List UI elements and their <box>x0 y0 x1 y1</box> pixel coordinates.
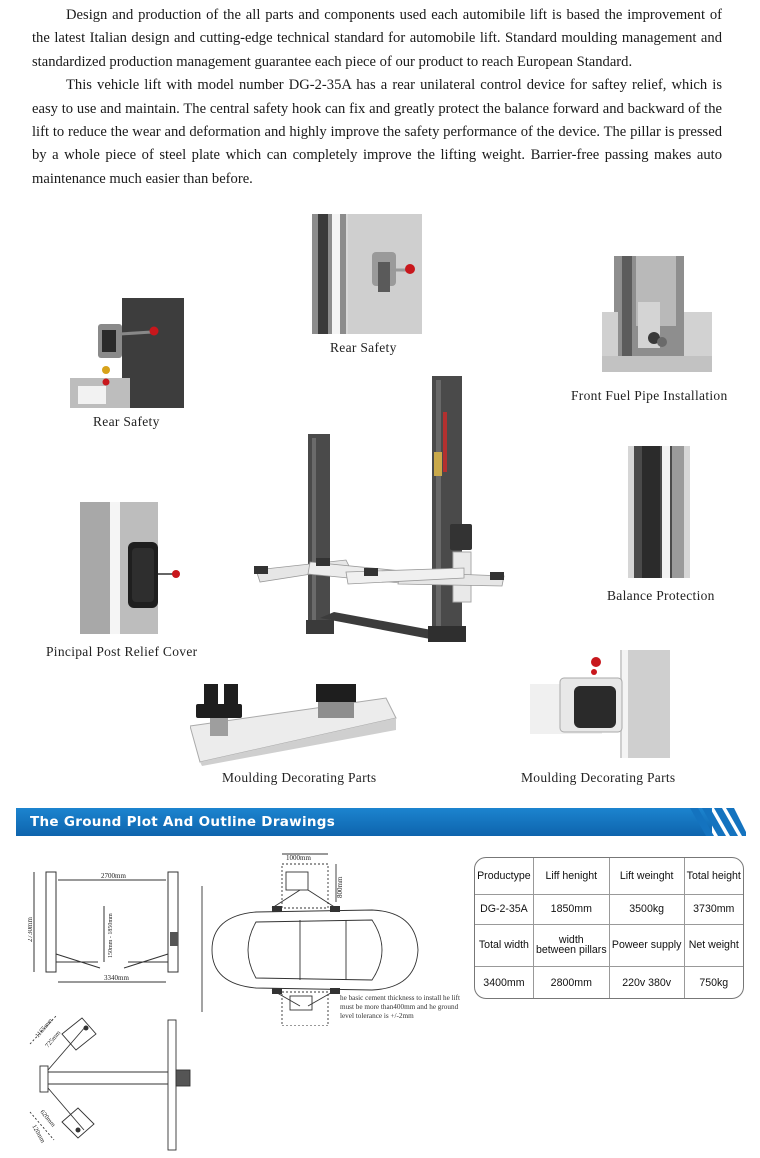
section-title: The Ground Plot And Outline Drawings <box>30 814 336 830</box>
spec-value-total-width: 3400mm <box>475 965 534 998</box>
arm-end-label: 120mm <box>30 1124 46 1145</box>
intro-paragraph-1: Design and production of the all parts a… <box>32 7 722 70</box>
spec-value-lift-weight: 3500kg <box>608 893 685 925</box>
front-width-label: 2700mm <box>101 872 126 880</box>
front-fuel-pipe-caption: Front Fuel Pipe Installation <box>571 388 728 403</box>
rear-safety-top-photo <box>312 214 422 334</box>
moulding-left-caption: Moulding Decorating Parts <box>222 770 377 785</box>
front-lift-range-label: 150mm - 1850mm <box>108 913 114 958</box>
moulding-right-caption: Moulding Decorating Parts <box>521 770 676 785</box>
spec-header-lift-height: Liff henight <box>532 858 610 895</box>
spec-header-total-width: Total width <box>475 923 534 967</box>
spec-header-width-line2: between pillars <box>535 944 607 956</box>
plan-view-drawing: 1000mm 800mm <box>201 853 419 1026</box>
relief-knob-icon <box>158 570 180 578</box>
spec-header-lift-weight: Lift weinght <box>608 858 685 895</box>
spec-header-width-line1: width <box>558 934 584 946</box>
spec-table: Productype Liff henight Lift weinght Tot… <box>474 857 744 999</box>
plan-top-depth-label: 800mm <box>336 876 344 898</box>
spec-value-lift-height: 1850mm <box>532 893 610 925</box>
arm-mid-label: 725mm <box>44 1030 62 1050</box>
spec-value-total-height: 3730mm <box>683 893 743 925</box>
spec-value-width-between: 2800mm <box>532 965 610 998</box>
balance-protection-caption: Balance Protection <box>607 588 715 603</box>
spec-value-model: DG-2-35A <box>475 893 534 925</box>
principal-post-caption: Pincipal Post Relief Cover <box>46 644 198 659</box>
rear-safety-left-caption: Rear Safety <box>93 414 160 429</box>
principal-post-relief-cover-photo <box>80 502 158 634</box>
rear-safety-left-photo <box>70 298 184 408</box>
front-total-width-label: 3340mm <box>104 974 129 982</box>
moulding-parts-right-photo <box>530 650 670 758</box>
arm-layout-drawing: 1165mm 725mm 620mm 120mm <box>29 1015 191 1151</box>
moulding-parts-left-photo <box>190 684 397 766</box>
spec-header-width-between-pillars: width between pillars <box>532 923 610 967</box>
intro-text: Design and production of the all parts a… <box>32 4 722 191</box>
balance-protection-photo <box>628 446 690 578</box>
plan-top-width-label: 1000mm <box>286 854 311 862</box>
banner-stripes-icon <box>690 808 746 836</box>
spec-header-net-weight: Net weight <box>683 923 743 967</box>
section-banner: The Ground Plot And Outline Drawings <box>16 808 712 836</box>
ground-installation-note: he basic cement thickness to install he … <box>340 994 460 1020</box>
front-elevation-drawing: 2700mm 3340mm 2730mm 150mm - 1850mm <box>28 871 179 983</box>
spec-value-net-weight: 750kg <box>683 965 743 998</box>
spec-header-productype: Productype <box>475 858 534 895</box>
spec-header-power-supply: Poweer supply <box>608 923 685 967</box>
front-height-label: 2730mm <box>28 917 34 942</box>
rear-safety-top-caption: Rear Safety <box>330 340 397 355</box>
front-fuel-pipe-photo <box>602 256 712 372</box>
spec-value-power: 220v 380v <box>608 965 685 998</box>
spec-header-total-height: Total height <box>683 858 743 895</box>
intro-paragraph-2: This vehicle lift with model number DG-2… <box>32 77 722 187</box>
two-post-lift-photo <box>254 376 505 642</box>
